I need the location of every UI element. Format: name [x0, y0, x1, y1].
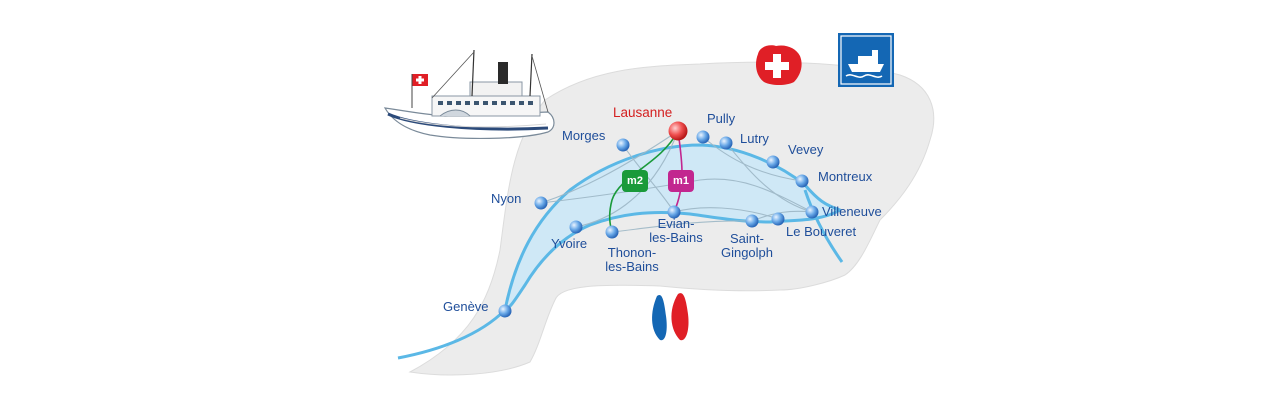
paddle-steamer-icon [383, 49, 555, 140]
label-geneve: Genève [443, 299, 489, 314]
stop-marker-le-bouveret[interactable] [771, 212, 785, 226]
ship-sign-icon[interactable] [838, 33, 894, 87]
label-lausanne: Lausanne [613, 105, 673, 120]
metro-badge-m1[interactable]: m1 [668, 170, 694, 192]
metro-line-m2-path [608, 130, 679, 233]
stop-marker-morges[interactable] [616, 138, 630, 152]
label-pully: Pully [707, 111, 736, 126]
label-lutry: Lutry [740, 131, 769, 146]
label-yvoire: Yvoire [551, 236, 588, 251]
hub-marker-lausanne[interactable] [668, 121, 688, 141]
label-thonon: Thonon- les-Bains [605, 245, 659, 274]
label-saint-gingolph: Saint- Gingolph [720, 231, 774, 260]
label-morges: Morges [562, 128, 606, 143]
stop-marker-pully[interactable] [696, 130, 710, 144]
label-villeneuve: Villeneuve [822, 204, 882, 219]
stop-marker-evian[interactable] [667, 205, 681, 219]
metro-badge-m2[interactable]: m2 [622, 170, 648, 192]
label-le-bouveret: Le Bouveret [786, 224, 857, 239]
stop-marker-geneve[interactable] [498, 304, 512, 318]
label-evian: Evian- les-Bains [649, 216, 703, 245]
stop-marker-thonon[interactable] [605, 225, 619, 239]
rhone-inflow-line [803, 189, 844, 263]
stop-marker-montreux[interactable] [795, 174, 809, 188]
rhone-outflow-line [397, 308, 507, 360]
stop-marker-saint-gingolph[interactable] [745, 214, 759, 228]
cgn-logo-icon [652, 293, 689, 341]
stop-marker-villeneuve[interactable] [805, 205, 819, 219]
stop-marker-yvoire[interactable] [569, 220, 583, 234]
stop-marker-nyon[interactable] [534, 196, 548, 210]
swiss-cross-icon [756, 45, 802, 85]
stop-marker-vevey[interactable] [766, 155, 780, 169]
label-nyon: Nyon [491, 191, 522, 206]
stop-marker-lutry[interactable] [719, 136, 733, 150]
label-vevey: Vevey [788, 142, 824, 157]
label-montreux: Montreux [818, 169, 873, 184]
stop-markers [498, 121, 819, 318]
